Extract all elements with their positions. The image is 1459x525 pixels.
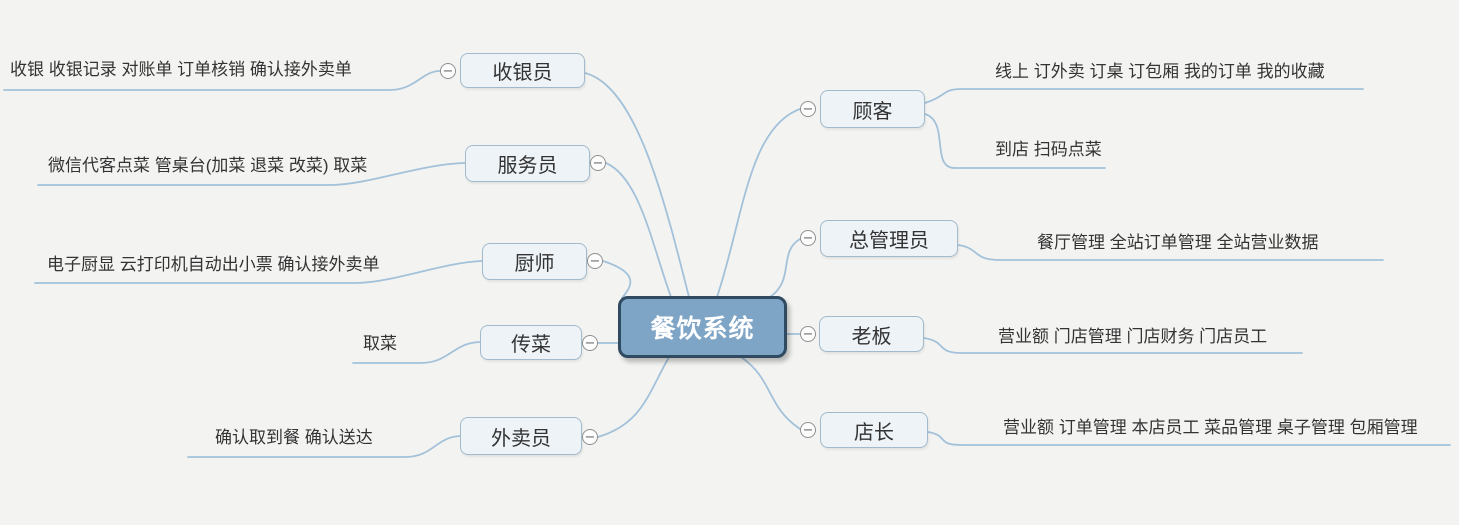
collapse-button-runner[interactable]: − <box>582 335 598 351</box>
branch-connector-store-manager <box>740 356 801 430</box>
topic-delivery[interactable]: 外卖员 <box>460 417 582 455</box>
leaf-delivery-tasks[interactable]: 确认取到餐 确认送达 <box>215 428 373 447</box>
leaf-customer-instore-tasks[interactable]: 到店 扫码点菜 <box>995 140 1102 159</box>
topic-cashier[interactable]: 收银员 <box>460 53 585 88</box>
leaf-runner-tasks[interactable]: 取菜 <box>363 334 397 353</box>
collapse-button-delivery[interactable]: − <box>582 429 598 445</box>
topic-waiter[interactable]: 服务员 <box>465 145 590 182</box>
topic-admin[interactable]: 总管理员 <box>820 220 958 257</box>
leaf-customer-online-tasks[interactable]: 线上 订外卖 订桌 订包厢 我的订单 我的收藏 <box>995 62 1325 81</box>
collapse-button-admin[interactable]: − <box>800 230 816 246</box>
topic-store-manager[interactable]: 店长 <box>820 412 928 448</box>
collapse-button-store-manager[interactable]: − <box>800 422 816 438</box>
topic-chef[interactable]: 厨师 <box>482 243 587 280</box>
branch-connector-delivery <box>597 356 670 438</box>
leaf-admin-tasks[interactable]: 餐厅管理 全站订单管理 全站营业数据 <box>1037 233 1319 252</box>
leaf-boss-tasks[interactable]: 营业额 门店管理 门店财务 门店员工 <box>998 327 1268 346</box>
collapse-button-cashier[interactable]: − <box>440 63 456 79</box>
leaf-chef-tasks[interactable]: 电子厨显 云打印机自动出小票 确认接外卖单 <box>47 255 380 274</box>
collapse-button-waiter[interactable]: − <box>590 155 606 171</box>
branch-connector-customer <box>716 108 801 298</box>
root-topic[interactable]: 餐饮系统 <box>618 296 787 358</box>
leaf-store-manager-tasks[interactable]: 营业额 订单管理 本店员工 菜品管理 桌子管理 包厢管理 <box>1003 418 1418 437</box>
topic-customer[interactable]: 顾客 <box>820 90 925 128</box>
collapse-button-chef[interactable]: − <box>587 253 603 269</box>
collapse-button-customer[interactable]: − <box>800 101 816 117</box>
leaf-cashier-tasks[interactable]: 收银 收银记录 对账单 订单核销 确认接外卖单 <box>10 60 352 79</box>
leaf-waiter-tasks[interactable]: 微信代客点菜 管桌台(加菜 退菜 改菜) 取菜 <box>48 156 368 175</box>
branch-connector-chef <box>602 260 632 299</box>
branch-connector-admin <box>769 238 801 298</box>
leaf-connector-customer-online <box>924 88 1364 104</box>
topic-runner[interactable]: 传菜 <box>480 325 582 360</box>
collapse-button-boss[interactable]: − <box>800 326 816 342</box>
topic-boss[interactable]: 老板 <box>819 316 924 352</box>
branch-connector-waiter <box>605 162 672 298</box>
